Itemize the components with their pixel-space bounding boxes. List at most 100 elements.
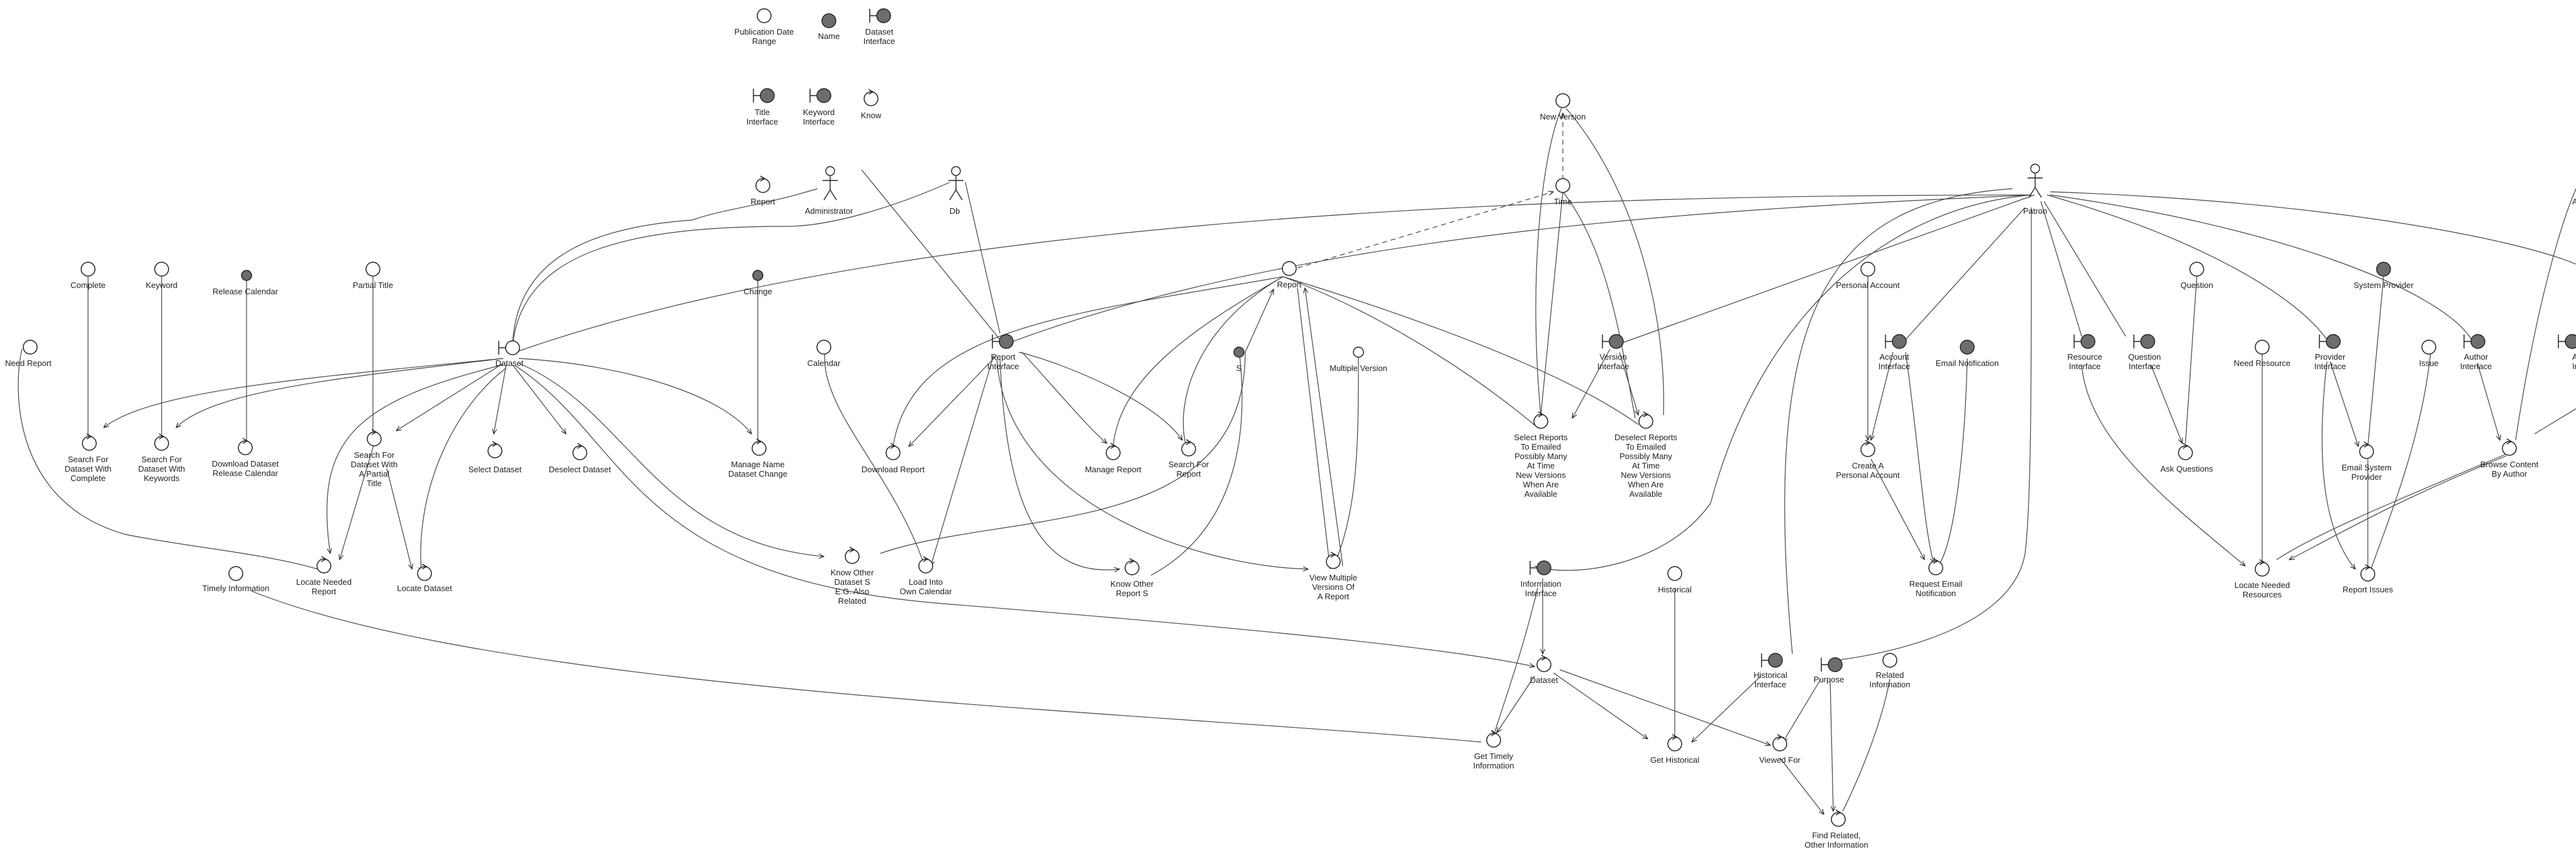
partial-title-label: Partial Title <box>353 280 393 290</box>
know-other-dataset-icon <box>845 546 860 564</box>
publication-date-range-icon <box>757 8 772 23</box>
purpose-label: Purpose <box>1814 675 1844 684</box>
change-icon <box>752 270 763 281</box>
change-label: Change <box>743 287 772 296</box>
dataset-label: Dataset <box>496 358 524 368</box>
keyword-icon <box>154 262 169 277</box>
new-version-label: New Version <box>1540 112 1586 121</box>
select-dataset-icon <box>487 441 502 458</box>
get-historical-label: Get Historical <box>1650 755 1699 765</box>
complete-icon <box>80 262 96 277</box>
select-reports-emailed-icon <box>1533 411 1548 429</box>
locate-resources-icon <box>2255 559 2270 577</box>
multiple-version-label: Multiple Version <box>1330 363 1387 373</box>
download-release-calendar-icon <box>238 438 253 455</box>
author-interface-icon <box>2463 334 2485 349</box>
search-complete-icon <box>82 433 97 451</box>
search-partial-title-icon <box>367 429 382 446</box>
deselect-dataset-label: Deselect Dataset <box>549 465 611 474</box>
download-report-label: Download Report <box>862 465 925 474</box>
view-multiple-versions-icon <box>1326 551 1341 569</box>
dataset2-label: Dataset <box>1530 675 1558 685</box>
question-interface-icon <box>2133 334 2155 349</box>
system-provider-icon <box>2376 262 2391 277</box>
email-system-provider-icon <box>2359 441 2374 459</box>
information-interface-icon <box>1530 560 1552 575</box>
get-historical-icon <box>1667 734 1682 751</box>
line-admin-dataset <box>512 188 818 346</box>
locate-dataset-icon <box>417 563 432 581</box>
load-calendar-icon <box>918 556 933 574</box>
connector-lines <box>18 108 2576 814</box>
complete-label: Complete <box>70 280 106 290</box>
know-icon <box>863 89 879 106</box>
time-label: Time <box>1554 197 1572 206</box>
release-calendar-label: Release Calendar <box>213 287 279 296</box>
question-icon <box>2189 262 2204 277</box>
report-label: Report <box>1277 280 1301 289</box>
personal-account-label: Personal Account <box>1836 280 1900 290</box>
email-notification-label: Email Notification <box>1936 358 1999 368</box>
browse-author-icon <box>2502 438 2517 456</box>
question-label: Question <box>2180 280 2213 290</box>
s-icon <box>1233 346 1245 358</box>
report-label: Report <box>750 197 775 206</box>
dataset2-icon <box>1536 655 1552 672</box>
issue-icon <box>2421 340 2436 355</box>
actor-patron-label: Patron <box>2023 206 2047 216</box>
version-interface-icon <box>1602 334 1624 349</box>
need-resource-label: Need Resource <box>2234 358 2290 368</box>
get-timely-information-icon <box>1486 730 1501 748</box>
personal-account-icon <box>1860 262 1875 277</box>
viewed-for-icon <box>1772 734 1787 751</box>
need-report-icon <box>23 340 38 355</box>
multiple-version-icon <box>1353 346 1364 358</box>
historical-interface-icon <box>1761 653 1783 668</box>
create-account-icon <box>1860 440 1875 457</box>
report-icon <box>1282 261 1297 276</box>
timely-information-label: Timely Information <box>203 584 269 593</box>
keyword-label: Keyword <box>146 280 178 290</box>
search-keywords-icon <box>154 433 169 451</box>
manage-report-label: Manage Report <box>1085 465 1141 474</box>
historical-label: Historical <box>1658 585 1692 594</box>
actor-icon <box>948 166 963 201</box>
actor-db-label: Db <box>950 206 960 216</box>
actor-icon <box>2028 163 2043 198</box>
name-label: Name <box>818 31 840 41</box>
deselect-dataset-icon <box>572 443 587 460</box>
name-icon <box>821 13 836 28</box>
purpose-icon <box>1821 657 1843 672</box>
locate-dataset-label: Locate Dataset <box>397 584 452 593</box>
line-patron-dataset <box>515 194 2032 353</box>
calendar-icon <box>816 340 831 355</box>
partial-interface-icon <box>2558 334 2576 349</box>
ask-questions-icon <box>2178 443 2193 460</box>
locate-needed-report-icon <box>316 556 331 574</box>
timely-information-icon <box>228 566 243 581</box>
s-label: S <box>1236 363 1242 373</box>
know-other-report-icon <box>1124 558 1140 575</box>
email-notification-icon <box>1960 340 1975 355</box>
